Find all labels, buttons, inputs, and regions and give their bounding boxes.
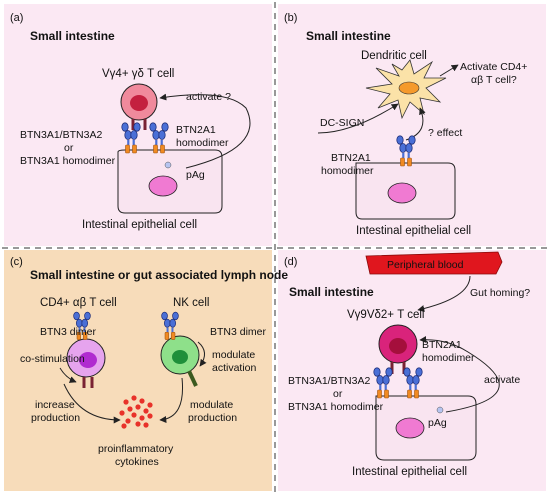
activate-arrow-icon [439,64,459,77]
t-cell-icon [120,83,158,130]
vg9vd2-t-cell-icon [378,324,418,374]
panel-d-epithelial-label: Intestinal epithelial cell [352,466,467,478]
cd4-t-cell-icon [66,338,106,388]
nk-cell-icon [160,335,200,387]
panel-c-title: Small intestine or gut associated lymph … [30,268,288,282]
increase-arrow-icon [63,383,121,424]
panel-a-activate-label: activate ? [186,91,231,103]
costim-arrow-icon [59,367,77,383]
panel-a-epithelial-label: Intestinal epithelial cell [82,219,197,231]
panel-a-t-cell-label: Vγ4+ γδ T cell [102,68,174,80]
activate-arrow-icon [419,336,500,413]
panel-c: (c) Small intestine or gut associated ly… [10,256,288,468]
panel-c-modulate-prod-1: modulate [190,399,233,411]
panel-c-increase-1: increase [35,399,75,411]
panel-a-title: Small intestine [30,29,115,43]
panel-c-modulate-prod-2: production [188,412,237,424]
panel-d-activate-label: activate [484,374,520,386]
panel-c-btn3-right-label: BTN3 dimer [210,326,267,338]
modulate-production-arrow-icon [159,377,184,424]
panel-c-cytokines-1: proinflammatory [98,443,174,455]
panel-d-gut-homing-label: Gut homing? [470,287,530,299]
panel-b-btn-1: BTN2A1 [331,152,371,164]
pag-dot-icon [164,161,172,169]
panel-b-effect-label: ? effect [428,127,462,139]
epithelial-cell-icon [355,162,456,220]
panel-a-pag-label: pAg [186,169,205,181]
epithelial-cell-icon [375,395,477,461]
panel-d-btn-left-2: or [333,388,343,400]
panel-c-nk-label: NK cell [173,297,209,309]
panel-b-activate-2: αβ T cell? [471,74,517,86]
panel-a: (a) Small intestine Vγ4+ γδ T cell BTN3A… [10,12,251,231]
panel-d-btn-left-1: BTN3A1/BTN3A2 [288,375,370,387]
panel-c-btn3-left-label: BTN3 dimer [40,326,97,338]
panel-d-btn-right-2: homodimer [422,352,475,364]
panel-b-btn-2: homodimer [321,165,374,177]
panel-a-letter: (a) [10,12,23,24]
panel-a-btn-left-2: or [64,142,74,154]
panel-d-btn-right-1: BTN2A1 [422,339,462,351]
panel-c-cytokines-2: cytokines [115,456,159,468]
panel-c-modulate-act-1: modulate [212,349,255,361]
panel-a-btn-left-3: BTN3A1 homodimer [20,155,116,167]
dendritic-cell-icon [365,59,447,120]
panel-a-btn-right-1: BTN2A1 [176,124,216,136]
panel-d-t-cell-label: Vγ9Vδ2+ T cell [347,309,424,321]
panel-d-letter: (d) [284,256,297,268]
panel-b-dendritic-label: Dendritic cell [361,50,427,62]
blood-vessel-icon [365,251,503,275]
cytokine-dots-icon [119,395,153,429]
panel-b-dc-sign-label: DC-SIGN [320,117,364,129]
panel-d-btn-left-3: BTN3A1 homodimer [288,401,384,413]
panel-c-increase-2: production [31,412,80,424]
panel-d: (d) Peripheral blood Small intestine Gut… [284,251,530,478]
pag-dot-icon [436,406,444,414]
panel-c-modulate-act-2: activation [212,362,257,374]
panel-b-activate-1: Activate CD4+ [460,61,527,73]
modulate-activation-arrow-icon [197,341,207,367]
panel-d-pag-label: pAg [428,417,447,429]
activate-arrow-icon [159,93,251,169]
panel-c-cd4-label: CD4+ αβ T cell [40,297,117,309]
panel-d-title: Small intestine [289,285,374,299]
panel-b: (b) Small intestine Dendritic cell Activ… [284,12,527,237]
panel-b-title: Small intestine [306,29,391,43]
panel-c-letter: (c) [10,256,23,268]
panel-a-btn-right-2: homodimer [176,137,229,149]
panel-b-letter: (b) [284,12,297,24]
panel-c-background [4,250,272,491]
panel-a-btn-left-1: BTN3A1/BTN3A2 [20,129,102,141]
gut-homing-arrow-icon [417,275,471,312]
dc-sign-arrow-icon [317,103,399,134]
panel-b-epithelial-label: Intestinal epithelial cell [356,225,471,237]
epithelial-cell-icon [117,149,223,214]
panel-d-blood-label: Peripheral blood [387,259,464,271]
panel-c-costim-label: co-stimulation [20,353,85,365]
